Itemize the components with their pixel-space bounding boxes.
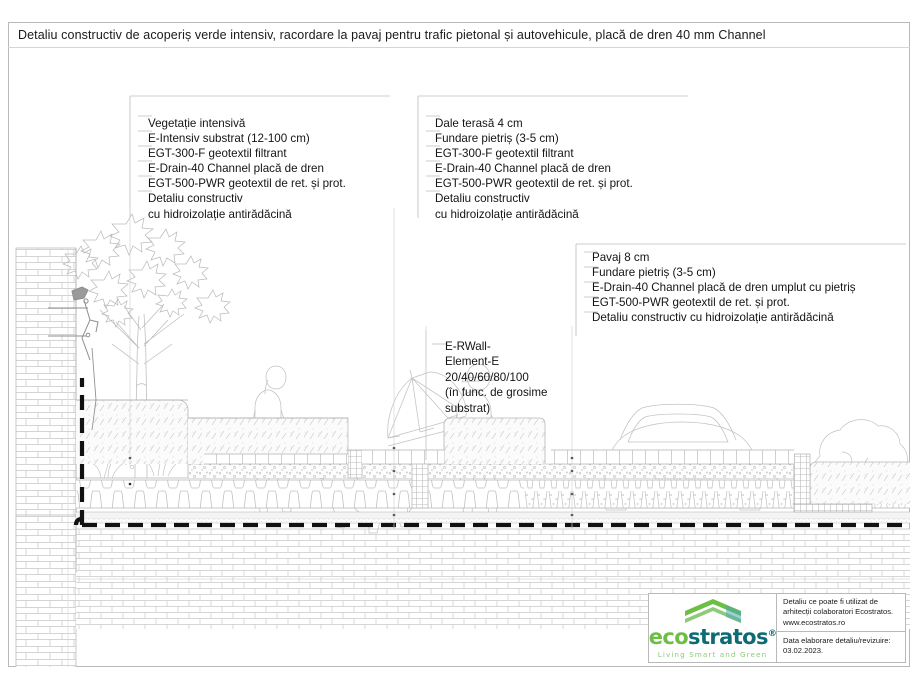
annotation-line: EGT-300-F geotextil filtrant: [148, 147, 287, 161]
annotation-line: cu hidroizolație antirădăcină: [148, 207, 292, 221]
title-block-info: Detaliu ce poate fi utilizat de arhitecț…: [777, 594, 905, 662]
annotation-line: Fundare pietriș (3-5 cm): [435, 132, 559, 146]
annotation-green-roof-layers: Vegetație intensivă E-Intensiv substrat …: [148, 116, 346, 222]
title-block-note: Detaliu ce poate fi utilizat de arhitecț…: [777, 594, 905, 632]
drawing-title-bar: Detaliu constructiv de acoperiș verde in…: [8, 22, 910, 48]
annotation-line: E-Drain-40 Channel placă de dren: [148, 162, 324, 176]
logo-tagline: Living Smart and Green: [657, 649, 768, 659]
logo-wordmark: ecostratos®: [649, 624, 777, 648]
technical-drawing-canvas: [8, 48, 910, 667]
annotation-line: Pavaj 8 cm: [592, 251, 650, 264]
annotation-line: EGT-500-PWR geotextil de ret. și prot.: [592, 296, 790, 310]
annotation-line: Fundare pietriș (3-5 cm): [592, 266, 716, 280]
annotation-line: Detaliu constructiv: [148, 192, 243, 206]
annotation-line: cu hidroizolație antirădăcină: [435, 207, 579, 221]
note-line-2: arhitecții colaboratori Ecostratos.: [783, 607, 894, 617]
annotation-line: E-Drain-40 Channel placă de dren umplut …: [592, 281, 856, 295]
page-title: Detaliu constructiv de acoperiș verde in…: [18, 27, 766, 42]
annotation-line: EGT-300-F geotextil filtrant: [435, 147, 574, 161]
date-label: Data elaborare detaliu/revizuire:: [783, 636, 891, 645]
annotation-pavement-layers: Pavaj 8 cm Fundare pietriș (3-5 cm) E-Dr…: [592, 250, 856, 325]
logo-eco: eco: [648, 624, 689, 649]
date-value: 03.02.2023.: [783, 646, 824, 656]
logo-stratos: stratos: [688, 624, 768, 649]
annotation-line: substrat): [445, 401, 491, 415]
note-line-1: Detaliu ce poate fi utilizat de: [783, 597, 878, 606]
annotation-line: Dale terasă 4 cm: [435, 117, 523, 130]
annotation-line: E-RWall-: [445, 340, 491, 353]
annotation-retaining-wall: E-RWall- Element-E 20/40/60/80/100 (în f…: [445, 339, 547, 416]
website-link[interactable]: www.ecostratos.ro: [783, 617, 846, 627]
annotation-line: 20/40/60/80/100: [445, 370, 529, 384]
annotation-line: E-Drain-40 Channel placă de dren: [435, 162, 611, 176]
annotation-line: EGT-500-PWR geotextil de ret. și prot.: [148, 177, 346, 191]
title-block-date: Data elaborare detaliu/revizuire: 03.02.…: [777, 632, 905, 662]
annotation-line: Detaliu constructiv cu hidroizolație ant…: [592, 311, 834, 325]
title-block: ecostratos® Living Smart and Green Detal…: [648, 593, 906, 663]
annotation-line: E-Intensiv substrat (12-100 cm): [148, 132, 310, 146]
annotation-line: EGT-500-PWR geotextil de ret. și prot.: [435, 177, 633, 191]
annotation-line: Element-E: [445, 355, 500, 369]
ecostratos-chevron-icon: [684, 598, 741, 623]
annotation-line: Detaliu constructiv: [435, 192, 530, 206]
ecostratos-logo: ecostratos® Living Smart and Green: [649, 594, 777, 662]
annotation-line: (în func. de grosime: [445, 386, 548, 400]
annotation-line: Vegetație intensivă: [148, 117, 246, 130]
annotation-terrace-layers: Dale terasă 4 cm Fundare pietriș (3-5 cm…: [435, 116, 633, 222]
logo-registered: ®: [767, 628, 777, 639]
